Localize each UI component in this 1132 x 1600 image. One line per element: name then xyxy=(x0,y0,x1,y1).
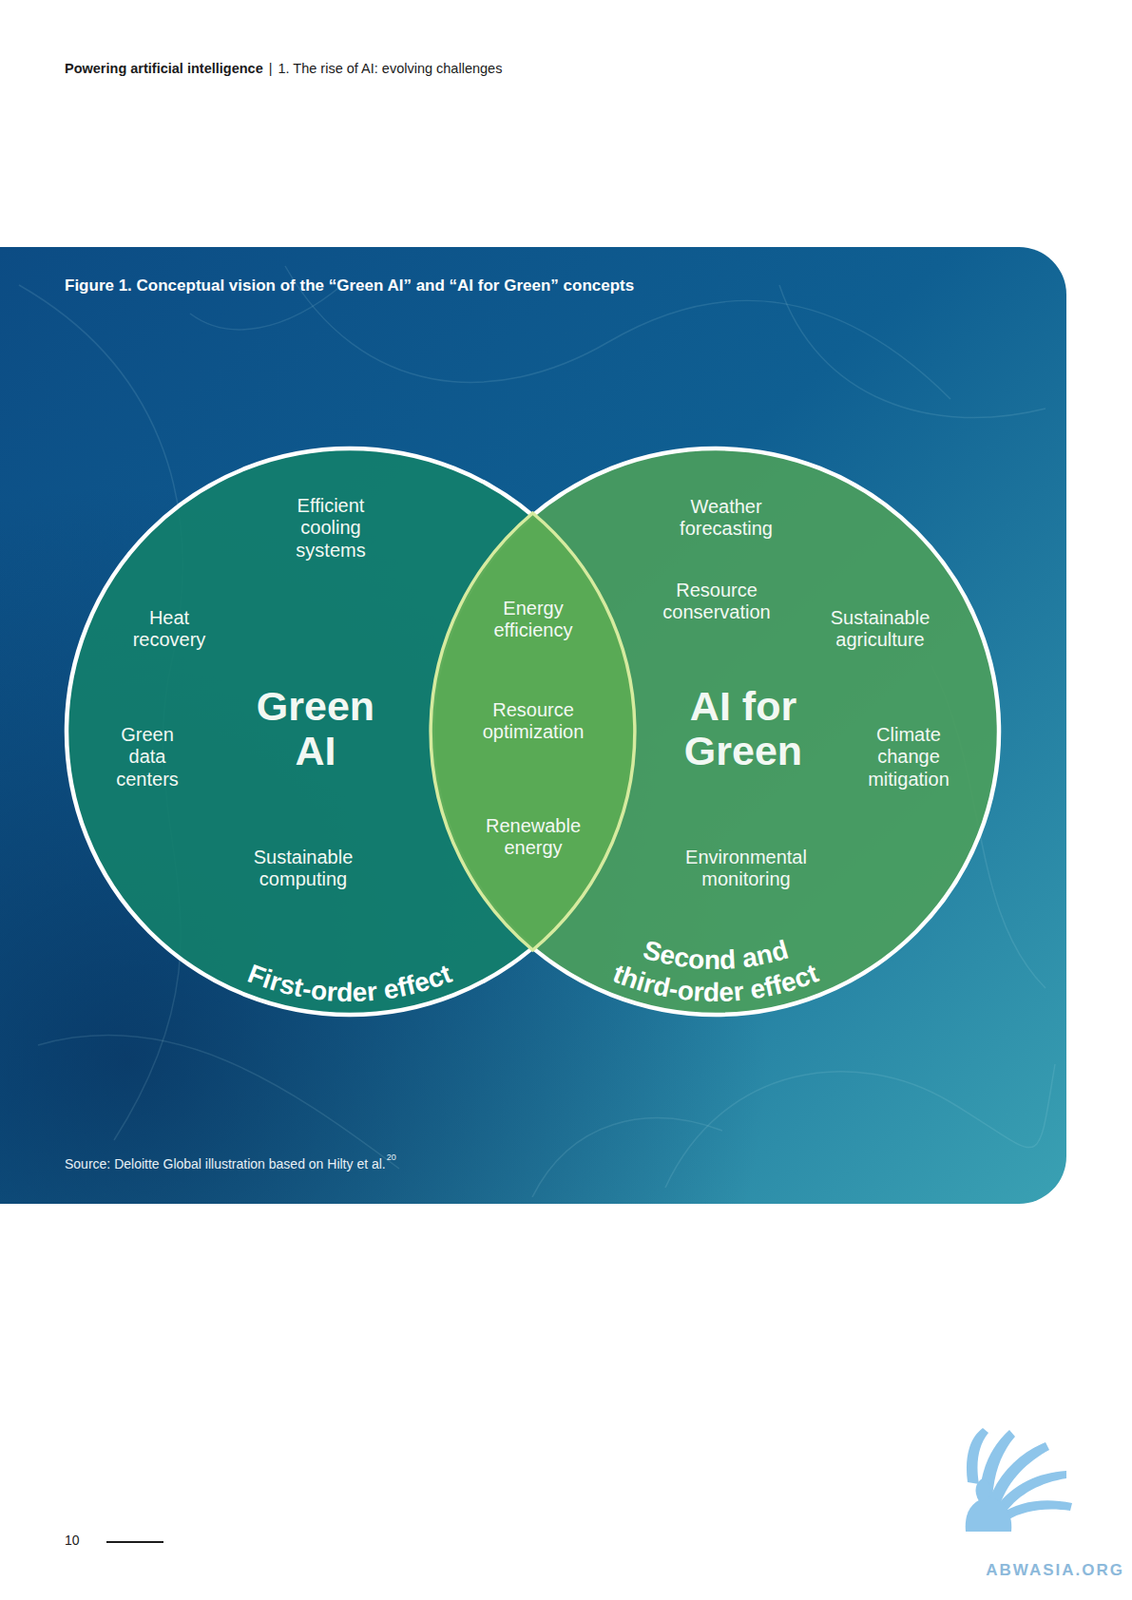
watermark-text: ABWASIA.ORG xyxy=(985,1561,1125,1581)
item-text: Weather forecasting xyxy=(659,496,793,541)
running-header: 1. The rise of AI: evolving challenges xyxy=(277,60,502,77)
circle-heading: Green AI xyxy=(244,684,387,775)
arc-line: First-order effect xyxy=(244,959,457,1008)
overlap-lens: Energy efficiencyResource optimizationRe… xyxy=(430,513,635,951)
effect-arc-label: First-order effect xyxy=(244,959,457,1008)
item-text: Sustainable agriculture xyxy=(813,607,947,653)
header-separator: | xyxy=(268,60,273,77)
neural-texture xyxy=(19,266,1056,1198)
item-text: Green data centers xyxy=(107,724,189,791)
figure-title: Figure 1. Conceptual vision of the “Gree… xyxy=(64,276,634,296)
circle-heading: AI for Green xyxy=(667,684,820,775)
item-text: Efficient cooling systems xyxy=(273,495,388,562)
page-number-rule xyxy=(106,1541,164,1544)
figure-panel xyxy=(0,247,1067,1205)
item-text: Energy efficiency xyxy=(471,597,595,643)
item-text: Climate change mitigation xyxy=(856,724,961,791)
item-text: Resource conservation xyxy=(645,579,788,625)
panel-shade xyxy=(0,247,1067,1205)
griffin-watermark xyxy=(965,1428,1073,1533)
effect-arc-label: Second andthird-order effect xyxy=(609,935,823,1008)
arc-line: third-order effect xyxy=(609,959,823,1008)
arc-line: Second and xyxy=(639,935,792,976)
item-text: Resource optimization xyxy=(461,699,605,745)
item-text: Renewable energy xyxy=(466,815,600,861)
source-note: Source: Deloitte Global illustration bas… xyxy=(64,1156,386,1173)
item-text: Heat recovery xyxy=(119,607,220,653)
page-number: 10 xyxy=(64,1533,80,1550)
item-text: Sustainable computing xyxy=(231,846,375,892)
footnote-number: 20 xyxy=(386,1152,397,1164)
item-text: Environmental monitoring xyxy=(665,846,827,892)
lens-shape xyxy=(430,513,635,951)
running-header: Powering artificial intelligence xyxy=(64,60,264,77)
